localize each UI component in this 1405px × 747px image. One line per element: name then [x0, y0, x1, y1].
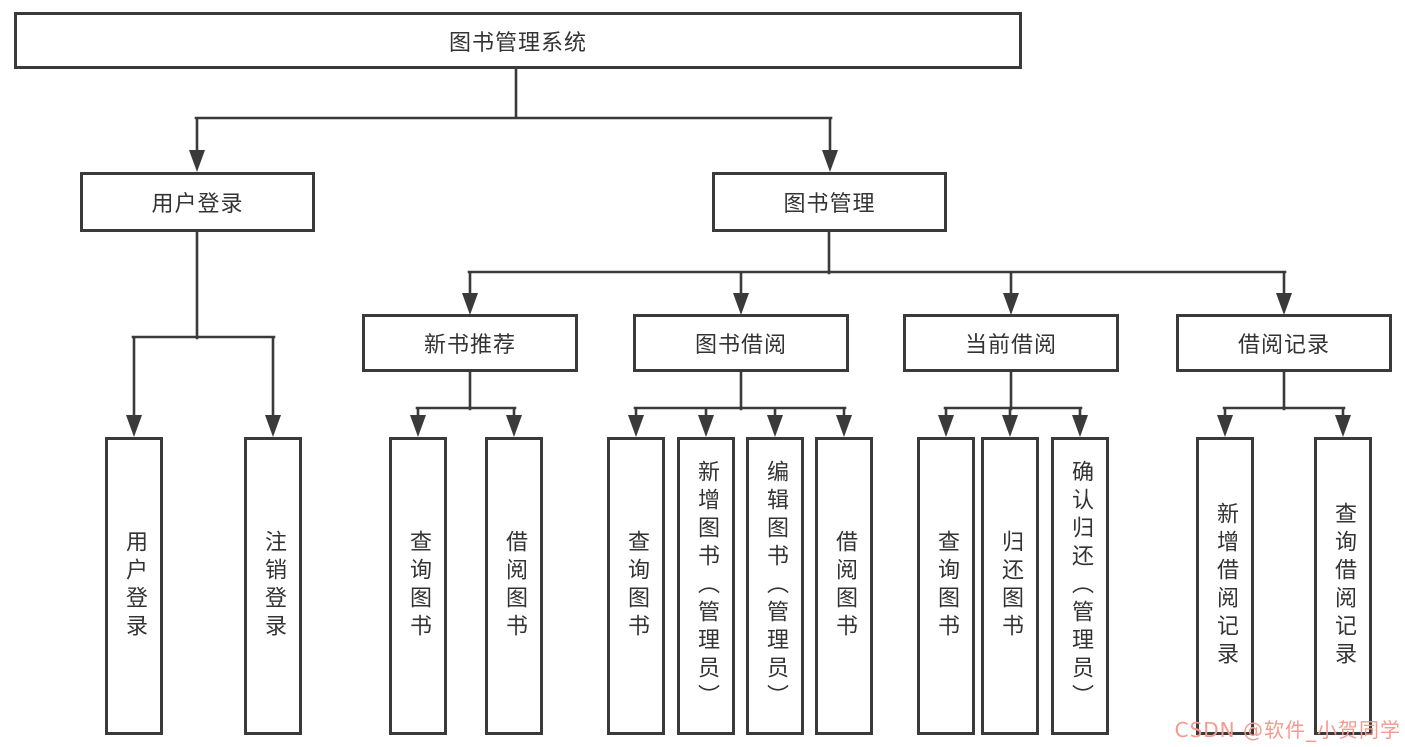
- node-label: 确认归还（管理员）: [1068, 460, 1093, 712]
- arrow-icon: [628, 415, 644, 437]
- node-label: 当前借阅: [964, 333, 1057, 358]
- node-label: 编辑图书（管理员）: [763, 460, 788, 712]
- leaf-borrow-books: 借阅图书: [815, 437, 873, 735]
- node-label: 查询图书: [934, 530, 959, 642]
- node-new-book-recommend: 新书推荐: [362, 314, 578, 372]
- connector-root-branch: [194, 66, 833, 154]
- leaf-logout: 注销登录: [244, 437, 302, 735]
- arrow-icon: [767, 415, 783, 437]
- arrow-icon: [126, 415, 142, 437]
- connector-current-branch: [943, 370, 1083, 420]
- arrow-icon: [506, 415, 522, 437]
- node-label: 图书管理系统: [448, 30, 587, 56]
- node-label: 借阅图书: [832, 530, 857, 642]
- arrow-icon: [698, 415, 714, 437]
- arrow-icon: [462, 293, 478, 315]
- connector-borrowing-branch: [633, 370, 847, 420]
- csdn-watermark: CSDN @软件_小贺同学: [1174, 718, 1401, 742]
- arrowheads: [126, 150, 1351, 437]
- arrow-icon: [189, 150, 205, 172]
- arrow-icon: [822, 150, 838, 172]
- leaf-query-books-recommend: 查询图书: [389, 437, 447, 735]
- node-label: 借阅图书: [502, 530, 527, 642]
- arrow-icon: [410, 415, 426, 437]
- node-book-borrow: 图书借阅: [633, 314, 849, 372]
- connector-records-branch: [1222, 370, 1346, 420]
- arrow-icon: [1276, 293, 1292, 315]
- leaf-return-books: 归还图书: [981, 437, 1039, 735]
- node-label: 查询借阅记录: [1331, 502, 1356, 670]
- node-label: 查询图书: [624, 530, 649, 642]
- node-label: 查询图书: [406, 530, 431, 642]
- arrow-icon: [1335, 415, 1351, 437]
- leaf-add-books-admin: 新增图书（管理员）: [677, 437, 735, 735]
- arrow-icon: [1003, 293, 1019, 315]
- node-label: 归还图书: [998, 530, 1023, 642]
- leaf-query-books-borrowing: 查询图书: [607, 437, 665, 735]
- node-label: 新增图书（管理员）: [694, 460, 719, 712]
- node-system-root: 图书管理系统: [14, 12, 1022, 69]
- arrow-icon: [1002, 415, 1018, 437]
- arrow-icon: [938, 415, 954, 437]
- connector-new-rec-branch: [415, 370, 517, 420]
- node-user-login: 用户登录: [80, 172, 315, 232]
- arrow-icon: [733, 293, 749, 315]
- node-label: 用户登录: [122, 530, 147, 642]
- arrow-icon: [836, 415, 852, 437]
- node-label: 借阅记录: [1237, 333, 1330, 358]
- node-label: 图书管理: [783, 192, 876, 217]
- arrow-icon: [265, 415, 281, 437]
- node-label: 新书推荐: [423, 333, 516, 358]
- node-label: 图书借阅: [694, 333, 787, 358]
- node-label: 用户登录: [151, 192, 244, 217]
- connector-book-mgmt-branch: [467, 230, 1287, 298]
- arrow-icon: [1072, 415, 1088, 437]
- node-current-borrow: 当前借阅: [903, 314, 1119, 372]
- leaf-confirm-return-admin: 确认归还（管理员）: [1051, 437, 1109, 735]
- leaf-edit-books-admin: 编辑图书（管理员）: [746, 437, 804, 735]
- leaf-add-borrow-record: 新增借阅记录: [1196, 437, 1254, 735]
- leaf-query-books-current: 查询图书: [917, 437, 975, 735]
- leaf-borrow-books-recommend: 借阅图书: [485, 437, 543, 735]
- node-label: 新增借阅记录: [1213, 502, 1238, 670]
- node-label: 注销登录: [261, 530, 286, 642]
- node-book-management: 图书管理: [712, 172, 947, 232]
- node-borrow-records: 借阅记录: [1176, 314, 1392, 372]
- leaf-query-borrow-record: 查询借阅记录: [1314, 437, 1372, 735]
- connector-user-login-branch: [131, 230, 276, 420]
- arrow-icon: [1217, 415, 1233, 437]
- leaf-user-login: 用户登录: [105, 437, 163, 735]
